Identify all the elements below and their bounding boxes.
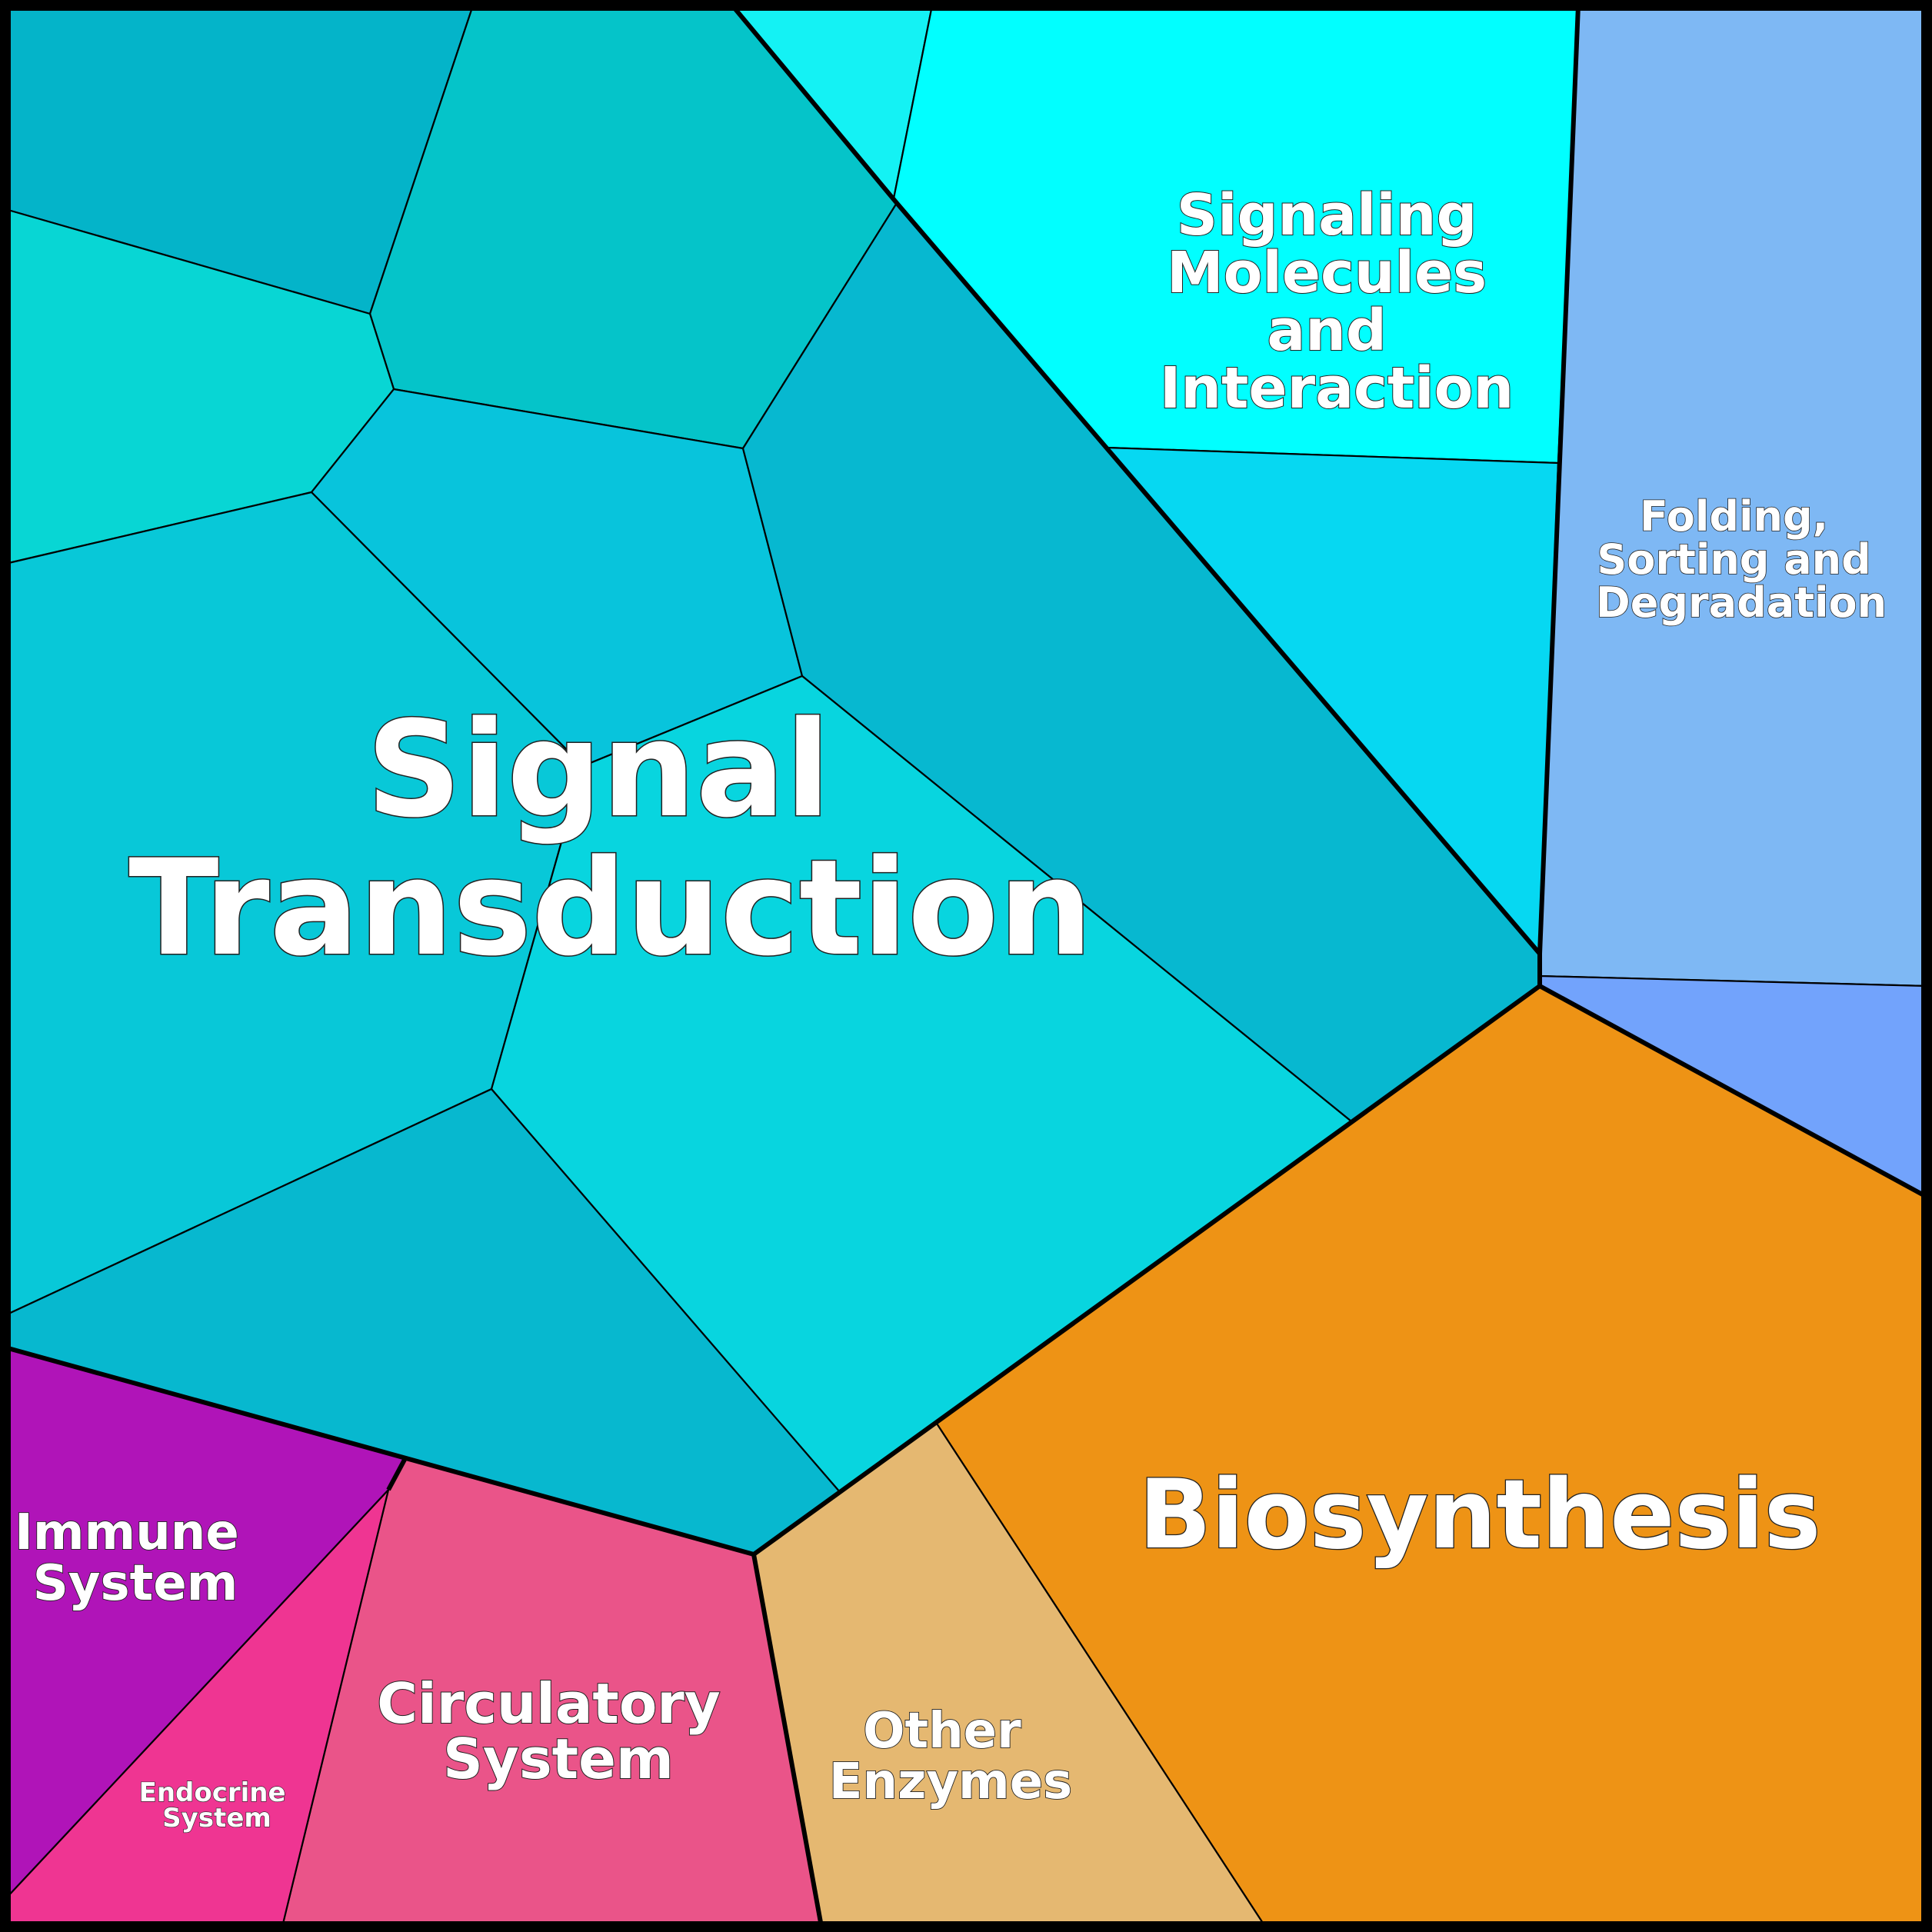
label-other-enzymes: Other Enzymes bbox=[829, 1703, 1072, 1810]
group-border-molecules bbox=[1537, 5, 1581, 954]
group-border-folding bbox=[1538, 984, 1928, 1199]
label-circulatory-system: Circulatory System bbox=[377, 1671, 740, 1791]
label-folding-sorting: Folding, Sorting and Degradation bbox=[1596, 492, 1887, 627]
group-border-immune bbox=[386, 1457, 408, 1491]
label-endocrine-system: Endocrine System bbox=[139, 1777, 295, 1834]
label-biosynthesis: Biosynthesis bbox=[1139, 1460, 1821, 1571]
group-border-signal bbox=[5, 4, 1542, 1557]
label-signaling-molecules: Signaling Molecules and Interaction bbox=[1160, 182, 1514, 421]
label-immune-system: Immune System bbox=[15, 1504, 256, 1612]
group-border-lower bbox=[751, 1554, 824, 1927]
label-signal-transduction: Signal Transduction bbox=[128, 692, 1092, 985]
